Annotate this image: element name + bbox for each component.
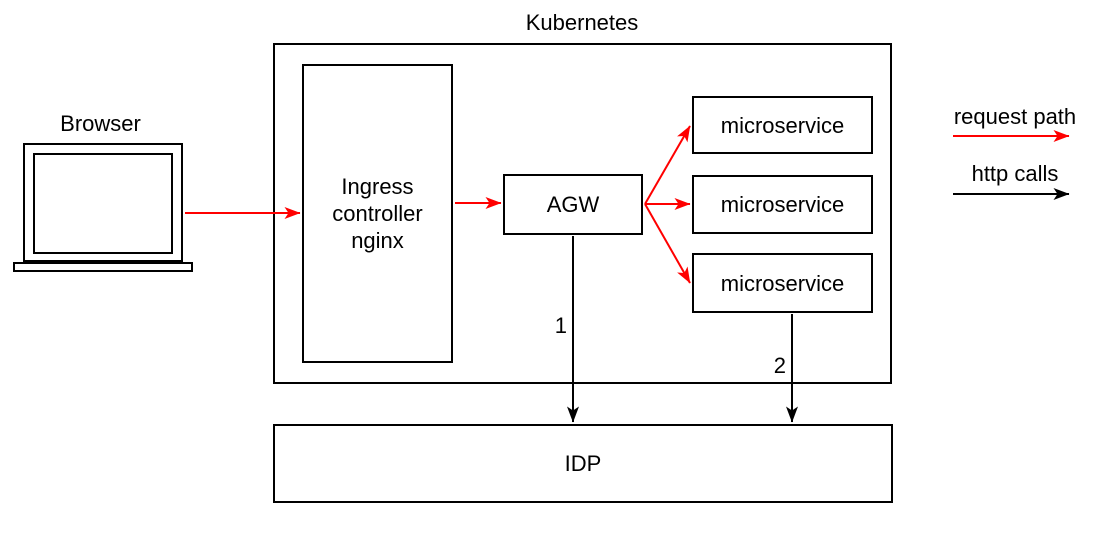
browser-label: Browser xyxy=(60,111,141,136)
microservice-node-1: microservice xyxy=(692,96,873,154)
ingress-label-line3: nginx xyxy=(351,228,404,253)
ingress-label-line1: Ingress xyxy=(341,174,414,199)
laptop-base xyxy=(13,262,193,272)
agw-node: AGW xyxy=(503,174,643,235)
microservice-node-3: microservice xyxy=(692,253,873,313)
edge-label-2: 2 xyxy=(773,353,786,378)
legend-request-path-label: request path xyxy=(953,104,1077,129)
laptop-screen-inner xyxy=(33,153,173,254)
ingress-controller-node: Ingress controller nginx xyxy=(302,64,453,363)
microservice-node-2: microservice xyxy=(692,175,873,234)
legend-http-calls-label: http calls xyxy=(971,161,1059,186)
kubernetes-label: Kubernetes xyxy=(525,10,639,35)
microservice-label-3: microservice xyxy=(720,270,845,296)
idp-label: IDP xyxy=(564,451,602,476)
idp-node: IDP xyxy=(273,424,893,503)
edge-label-1: 1 xyxy=(554,313,567,338)
agw-label: AGW xyxy=(546,192,600,217)
microservice-label-1: microservice xyxy=(720,112,845,138)
ingress-controller-label: Ingress controller nginx xyxy=(332,173,422,254)
microservice-label-2: microservice xyxy=(720,192,845,217)
ingress-label-line2: controller xyxy=(332,201,423,226)
